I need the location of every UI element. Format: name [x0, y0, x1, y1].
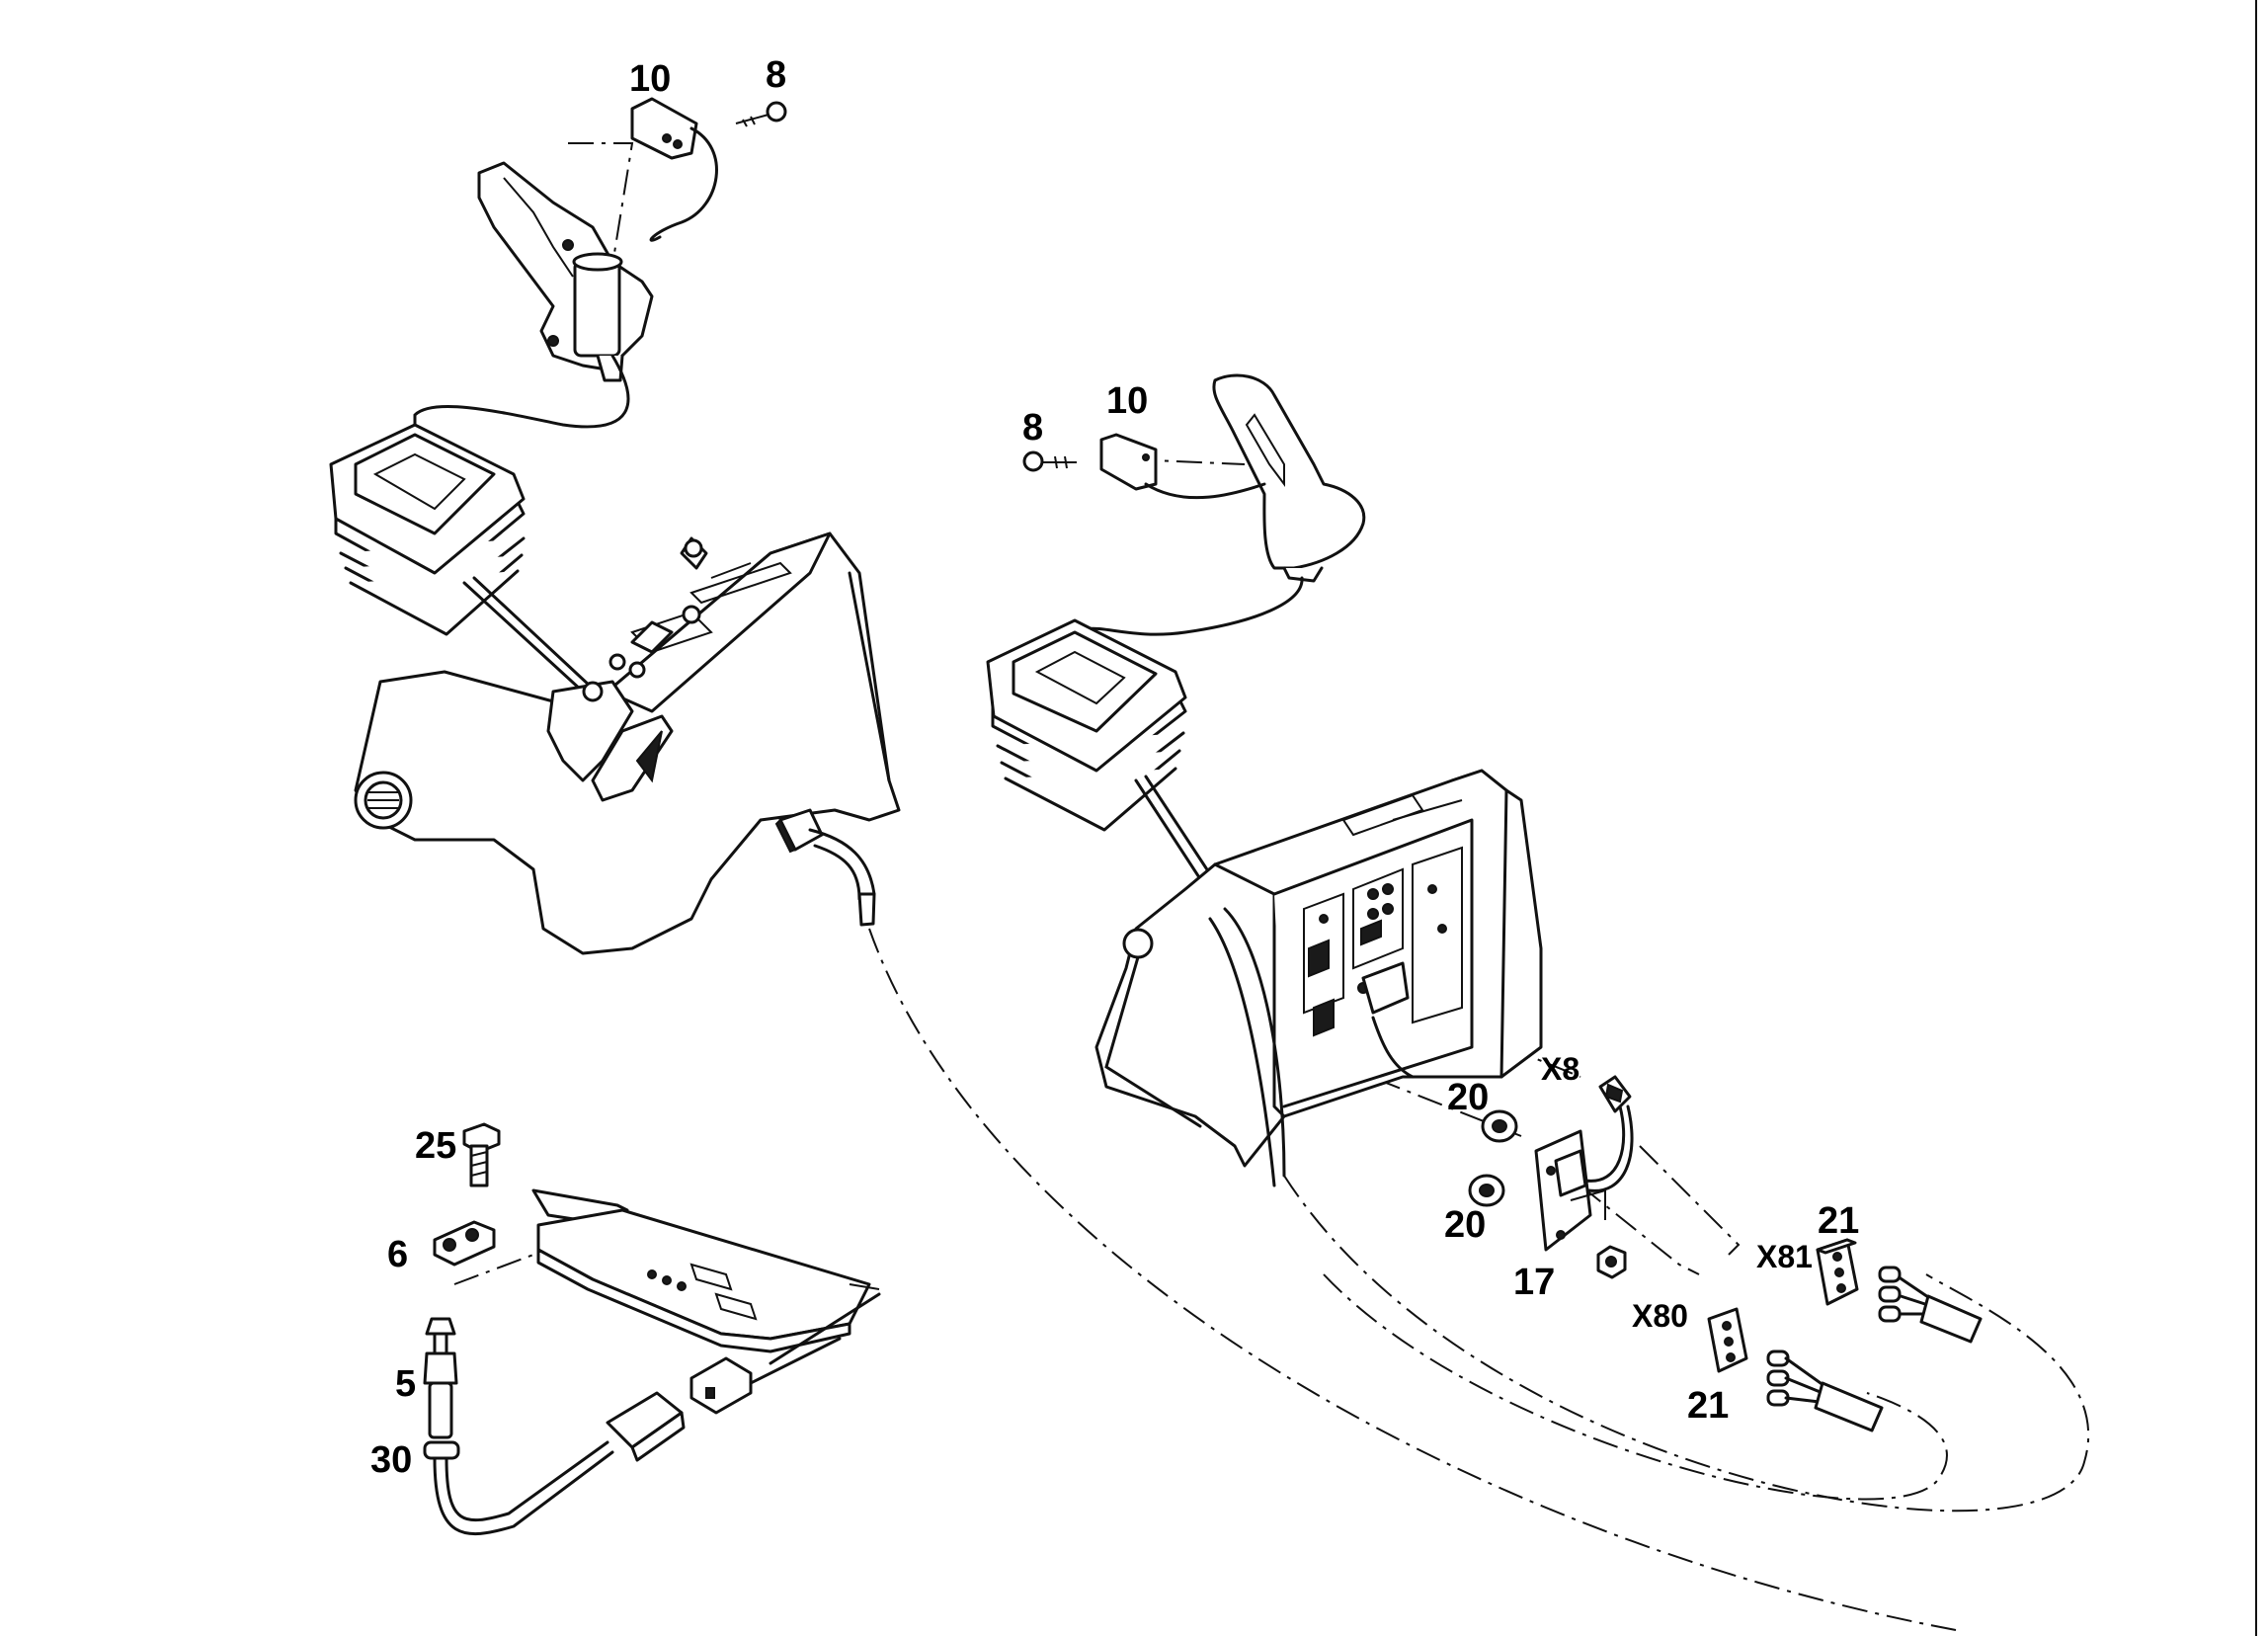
- callout-bracket-plate: 6: [387, 1234, 408, 1275]
- callout-relay-board: 17: [1513, 1262, 1555, 1303]
- callout-connector-x8: X8: [1541, 1051, 1580, 1087]
- left-console-housing: [354, 532, 901, 955]
- right-control-box: [1094, 769, 1543, 1187]
- plug-upper-part: [1816, 1238, 1983, 1344]
- left-console-grommet: [774, 808, 876, 927]
- right-handle-screw-part: [1022, 450, 1077, 472]
- leader-lines: [453, 142, 2090, 1631]
- relay-board-nut: [1596, 1245, 1627, 1279]
- callout-left-handle-connector: 10: [629, 58, 671, 100]
- washer-lower-part: [1468, 1174, 1505, 1207]
- right-handle-connector-part: [1099, 433, 1266, 500]
- plug-lower-part: [1707, 1307, 1884, 1432]
- sensor-cable-and-plug: [433, 1337, 842, 1536]
- sensor-nut-part: [423, 1440, 460, 1460]
- callout-plug-lower: 21: [1687, 1385, 1729, 1427]
- callout-labels: 10 8 8 10 25 6 5 30 20 20 17 X8 X81 X80 …: [370, 54, 1859, 1481]
- callout-connector-x80: X80: [1632, 1298, 1688, 1334]
- left-joystick-handle: [477, 161, 654, 382]
- left-lever-rod: [462, 581, 585, 694]
- callout-bracket-screw: 25: [415, 1125, 456, 1167]
- right-lever-rod: [1134, 778, 1212, 896]
- bracket-screw-part: [462, 1122, 501, 1187]
- callout-plug-upper: 21: [1818, 1200, 1859, 1242]
- relay-board-part: [1534, 1075, 1634, 1252]
- callout-right-handle-screw: 8: [1022, 407, 1043, 449]
- seat-sensor-part: [423, 1317, 458, 1439]
- washer-upper-part: [1481, 1109, 1518, 1143]
- callout-washer-upper: 20: [1447, 1077, 1489, 1118]
- left-handle-connector-part: [630, 97, 718, 242]
- seat-mount-plate: [531, 1188, 881, 1365]
- callout-washer-lower: 20: [1444, 1204, 1486, 1246]
- left-handle-screw-part: [735, 101, 787, 127]
- callout-seat-sensor: 5: [395, 1363, 416, 1405]
- callout-right-handle-connector: 10: [1106, 380, 1148, 422]
- right-joystick-handle: [1212, 373, 1366, 583]
- callout-connector-x81: X81: [1756, 1239, 1813, 1274]
- left-handle-cable: [413, 354, 630, 447]
- callout-sensor-nut: 30: [370, 1439, 412, 1481]
- callout-left-handle-screw: 8: [766, 54, 786, 96]
- right-bellows-boot: [986, 618, 1187, 832]
- left-bellows-boot: [329, 423, 526, 636]
- bracket-plate-part: [433, 1220, 496, 1267]
